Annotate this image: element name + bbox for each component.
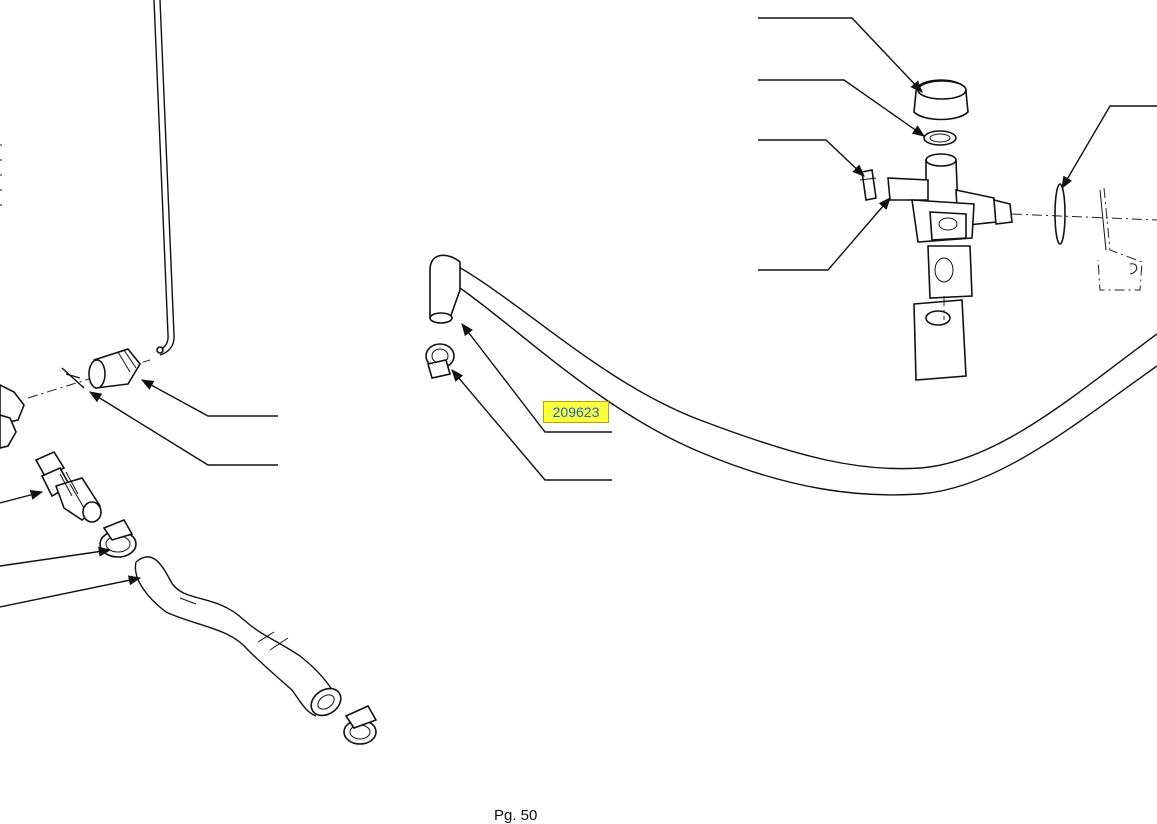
left-hose-clamp-upper — [99, 518, 137, 558]
left-pin — [61, 367, 85, 389]
left-leader-lines — [0, 379, 278, 608]
valve-mounting-bracket — [1097, 187, 1143, 291]
drain-rod-left — [153, 0, 175, 356]
valve-o-ring — [923, 130, 957, 146]
part-number-callout[interactable]: 209623 — [543, 401, 609, 423]
left-edge-marks — [0, 144, 2, 206]
left-hose-clamp-lower — [343, 704, 378, 745]
left-hose-segment — [134, 556, 342, 717]
left-hose-barb — [34, 450, 102, 523]
center-hose-clamp — [425, 343, 455, 379]
valve-block — [913, 299, 967, 381]
valve-body — [887, 153, 1013, 299]
center-leader-lines — [451, 323, 612, 481]
right-leader-lines — [758, 17, 1157, 271]
valve-cap — [913, 79, 969, 121]
page-number: Pg. 50 — [494, 807, 538, 824]
valve-center-axis — [943, 213, 1157, 320]
valve-side-pin — [859, 169, 877, 201]
long-drain-hose — [429, 254, 1157, 496]
valve-washer — [1054, 183, 1066, 245]
left-coupler — [88, 348, 141, 389]
